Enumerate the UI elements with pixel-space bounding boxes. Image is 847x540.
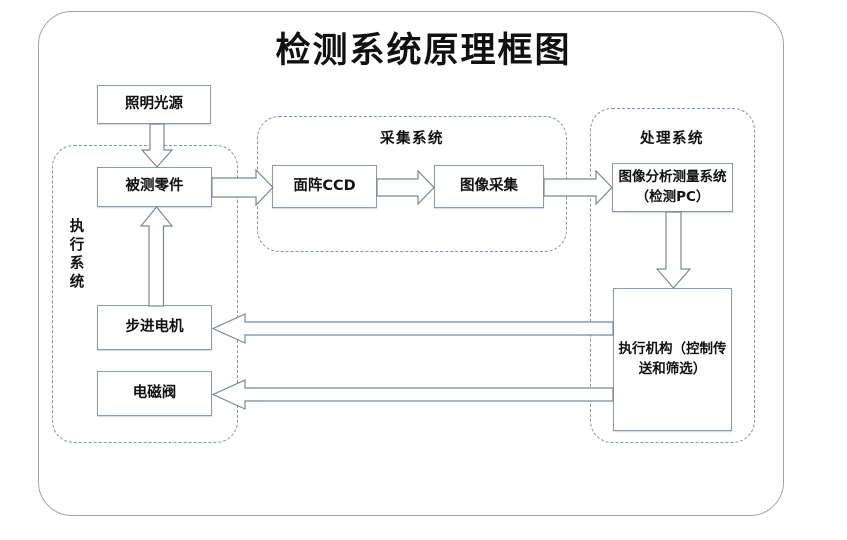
group-label-execution-system: 执行系统 [67,218,84,292]
node-image-acquisition[interactable]: 图像采集 [434,165,544,208]
group-processing-system [590,108,755,443]
arrow-light-source-to-tested-part [139,123,175,168]
arrow-analysis-pc-to-actuator [655,211,693,289]
arrow-actuator-to-solenoid-valve [211,374,614,416]
node-actuator[interactable]: 执行机构（控制传送和筛选） [613,288,732,431]
arrow-area-ccd-to-image-acquisition [376,169,435,206]
node-light-source[interactable]: 照明光源 [97,85,211,124]
arrow-tested-part-to-area-ccd [211,168,274,207]
node-area-ccd[interactable]: 面阵CCD [272,165,377,208]
node-stepper-motor[interactable]: 步进电机 [97,305,212,350]
arrow-stepper-motor-to-tested-part [138,206,176,307]
arrow-image-acquisition-to-analysis-pc [543,169,613,206]
group-label-processing-system: 处理系统 [640,131,704,147]
group-label-acquisition-system: 采集系统 [380,131,444,147]
node-solenoid-valve[interactable]: 电磁阀 [97,371,212,416]
arrow-actuator-to-stepper-motor [211,308,614,350]
node-analysis-pc[interactable]: 图像分析测量系统（检测PC） [612,163,733,212]
group-execution-system [52,145,238,443]
node-tested-part[interactable]: 被测零件 [97,167,212,207]
page-title: 检测系统原理框图 [275,31,572,71]
